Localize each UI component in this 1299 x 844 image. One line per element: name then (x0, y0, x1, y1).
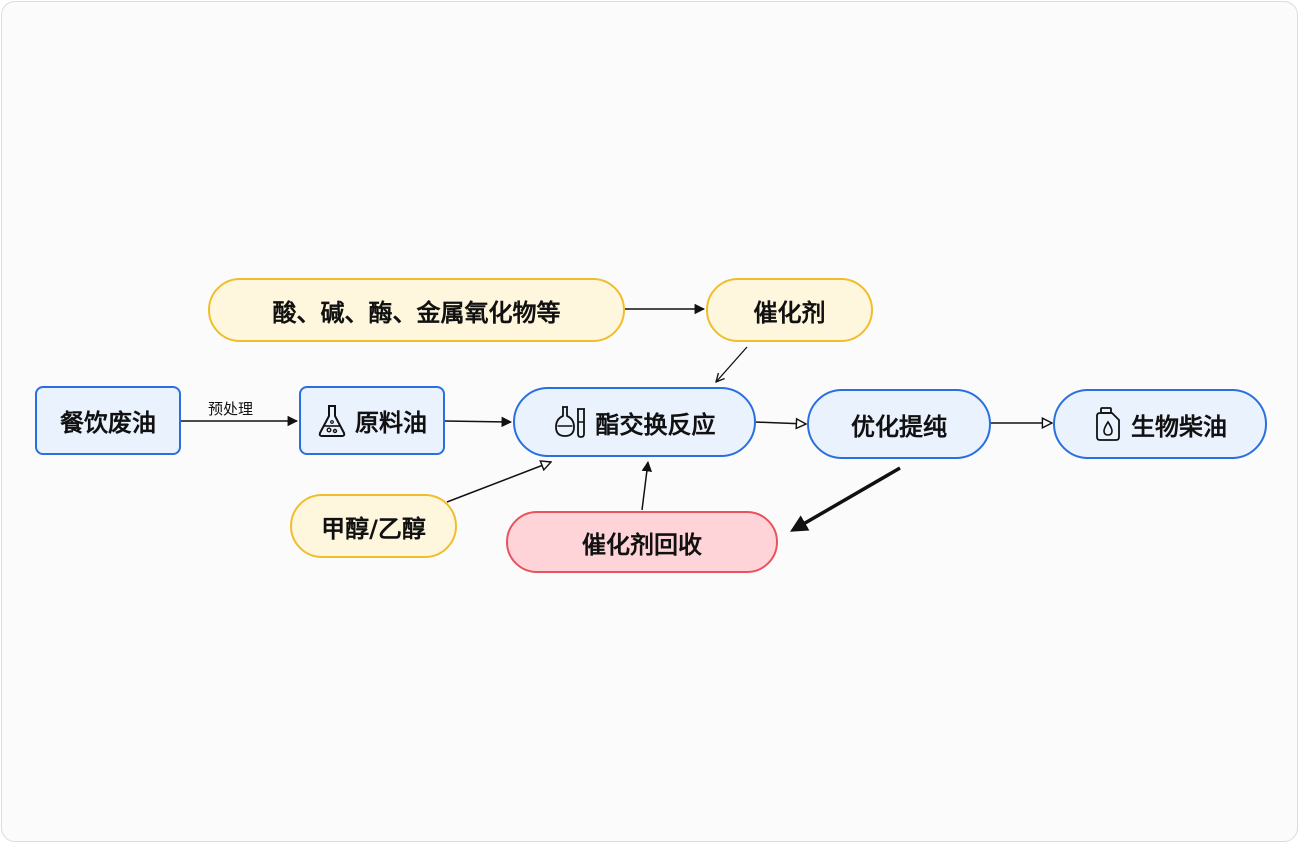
node-transesterification-label: 酯交换反应 (595, 410, 716, 439)
edge-purify-to-recovery (789, 466, 901, 532)
lab-glassware-icon (554, 406, 585, 438)
node-waste-oil[interactable]: 餐饮废油 (35, 386, 181, 455)
edge-alcohol-to-reaction (446, 462, 551, 503)
node-catalyst-types-label: 酸、碱、酶、金属氧化物等 (272, 298, 561, 327)
node-catalyst-recovery[interactable]: 催化剂回收 (506, 511, 778, 573)
node-catalyst-recovery-label: 催化剂回收 (582, 530, 702, 559)
edge-reaction-to-purify (754, 422, 806, 424)
node-alcohol-label: 甲醇/乙醇 (321, 514, 426, 543)
edge-catalyst-to-reaction (716, 346, 748, 382)
node-catalyst[interactable]: 催化剂 (706, 278, 873, 342)
node-catalyst-label: 催化剂 (753, 298, 826, 327)
fuel-canister-icon (1096, 407, 1120, 441)
node-biodiesel-label: 生物柴油 (1131, 412, 1227, 441)
edge-recovery-to-reaction (641, 460, 653, 511)
node-raw-oil-label: 原料油 (355, 409, 427, 437)
node-raw-oil[interactable]: 原料油 (299, 386, 445, 455)
node-catalyst-types[interactable]: 酸、碱、酶、金属氧化物等 (208, 278, 625, 342)
edge-label-pretreatment: 预处理 (208, 400, 254, 418)
node-purification-label: 优化提纯 (851, 412, 947, 441)
node-biodiesel[interactable]: 生物柴油 (1053, 389, 1267, 459)
node-purification[interactable]: 优化提纯 (807, 389, 991, 459)
flask-icon (318, 404, 346, 437)
edge-raw-to-reaction (444, 416, 513, 428)
node-alcohol[interactable]: 甲醇/乙醇 (290, 494, 457, 558)
node-waste-oil-label: 餐饮废油 (60, 409, 156, 437)
node-transesterification[interactable]: 酯交换反应 (513, 387, 756, 457)
